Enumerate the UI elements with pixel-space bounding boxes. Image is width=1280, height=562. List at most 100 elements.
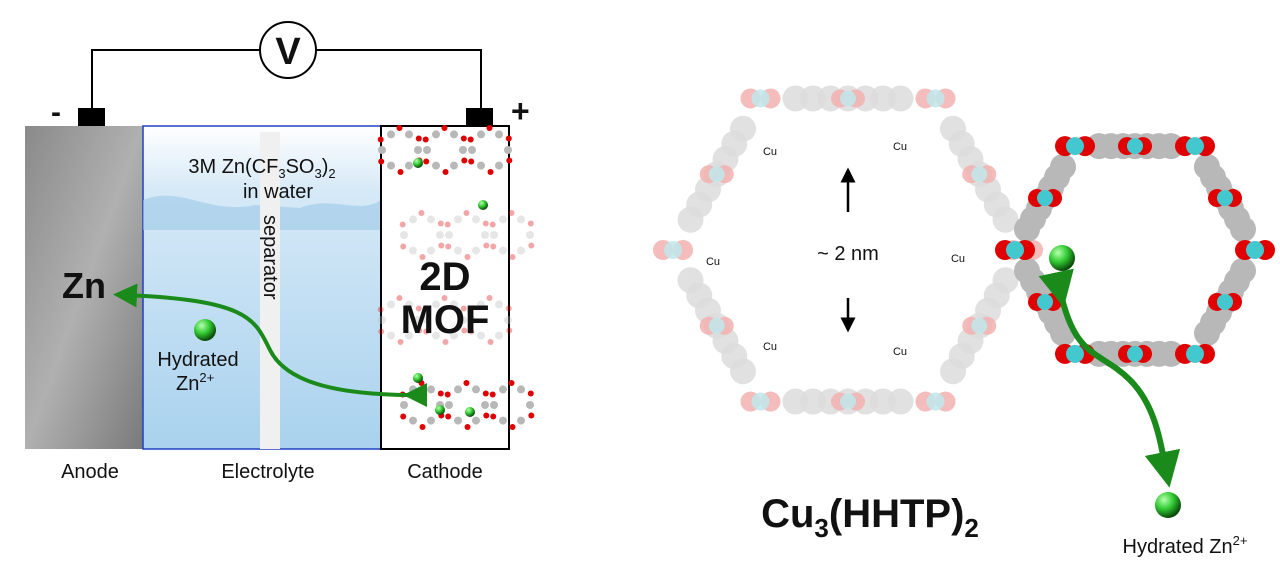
carbon-atom (387, 300, 395, 309)
oxygen-atom (506, 157, 513, 164)
oxygen-atom (441, 125, 448, 132)
copper-atom (664, 241, 682, 259)
carbon-atom (459, 316, 467, 324)
oxygen-atom (378, 158, 385, 165)
oxygen-atom (482, 390, 489, 397)
oxygen-atom (489, 391, 496, 398)
oxygen-atom (418, 210, 425, 217)
carbon-atom (517, 416, 525, 425)
free-zn-ion-icon (1155, 492, 1181, 518)
cu-label: Cu (893, 346, 907, 358)
carbon-atom (432, 130, 440, 139)
cathode-material-line1: 2D (419, 255, 470, 299)
carbon-atom (414, 146, 422, 154)
carbon-atom (782, 388, 809, 415)
carbon-atom (450, 161, 458, 170)
carbon-atom (526, 231, 534, 239)
carbon-atom (940, 358, 966, 385)
oxygen-atom (506, 327, 513, 334)
carbon-atom (472, 246, 480, 255)
copper-atom (840, 90, 856, 107)
carbon-atom (526, 401, 534, 409)
carbon-atom (477, 300, 485, 309)
carbon-atom (387, 331, 395, 340)
separator-label: separator (259, 215, 281, 300)
oxygen-atom (399, 221, 406, 228)
zn-ion-icon (478, 200, 488, 210)
oxygen-atom (508, 210, 515, 217)
carbon-atom (472, 385, 480, 394)
positive-sign: + (511, 93, 530, 129)
carbon-atom (481, 401, 489, 409)
oxygen-atom (460, 135, 467, 142)
oxygen-atom (437, 220, 444, 227)
zn-ion-icon (413, 373, 423, 383)
oxygen-atom (400, 413, 407, 420)
carbon-atom (472, 215, 480, 224)
carbon-atom (454, 215, 462, 224)
oxygen-atom (400, 243, 407, 250)
carbon-atom (436, 231, 444, 239)
carbon-atom (490, 231, 498, 239)
oxygen-atom (419, 253, 426, 260)
carbon-atom (477, 331, 485, 340)
carbon-atom (427, 416, 435, 425)
oxygen-atom (396, 125, 403, 132)
oxygen-atom (527, 220, 534, 227)
copper-atom (926, 89, 945, 108)
oxygen-atom (509, 423, 516, 430)
oxygen-atom (483, 412, 490, 419)
carbon-atom (468, 146, 476, 154)
carbon-atom (432, 161, 440, 170)
carbon-atom (992, 206, 1019, 233)
circuit-wire (91, 49, 482, 110)
oxygen-atom (490, 413, 497, 420)
carbon-atom (517, 215, 525, 224)
oxygen-atom (464, 423, 471, 430)
carbon-atom (495, 300, 503, 309)
oxygen-atom (445, 413, 452, 420)
mof-formula: Cu3(HHTP)2 (761, 492, 979, 543)
carbon-atom (378, 146, 386, 154)
carbon-atom (477, 130, 485, 139)
carbon-atom (517, 385, 525, 394)
oxygen-atom (490, 243, 497, 250)
oxygen-atom (442, 338, 449, 345)
carbon-atom (504, 146, 512, 154)
carbon-atom (495, 130, 503, 139)
carbon-atom (472, 416, 480, 425)
oxygen-atom (444, 221, 451, 228)
carbon-atom (477, 161, 485, 170)
oxygen-atom (483, 242, 490, 249)
copper-atom (971, 166, 988, 183)
carbon-atom (454, 246, 462, 255)
copper-atom (1186, 137, 1204, 156)
cathode-label: Cathode (407, 461, 483, 483)
carbon-atom (432, 331, 440, 340)
carbon-atom (454, 416, 462, 425)
electrolyte-composition: 3M Zn(CF3SO3)2 (188, 156, 335, 181)
copper-atom (1186, 344, 1204, 363)
oxygen-atom (437, 390, 444, 397)
oxygen-atom (489, 221, 496, 228)
anode-label: Anode (61, 461, 119, 483)
carbon-atom (427, 215, 435, 224)
carbon-atom (445, 231, 453, 239)
oxygen-atom (467, 306, 474, 313)
carbon-atom (427, 385, 435, 394)
mof-ion-label: Hydrated Zn2+ (1123, 533, 1248, 558)
carbon-atom (468, 316, 476, 324)
oxygen-atom (442, 168, 449, 175)
carbon-atom (432, 300, 440, 309)
carbon-atom (730, 115, 756, 142)
carbon-atom (504, 316, 512, 324)
cu-label: Cu (893, 141, 907, 153)
carbon-atom (495, 161, 503, 170)
zn-ion-icon (413, 158, 423, 168)
oxygen-atom (441, 295, 448, 302)
carbon-atom (409, 246, 417, 255)
carbon-atom (427, 246, 435, 255)
oxygen-atom (509, 253, 516, 260)
